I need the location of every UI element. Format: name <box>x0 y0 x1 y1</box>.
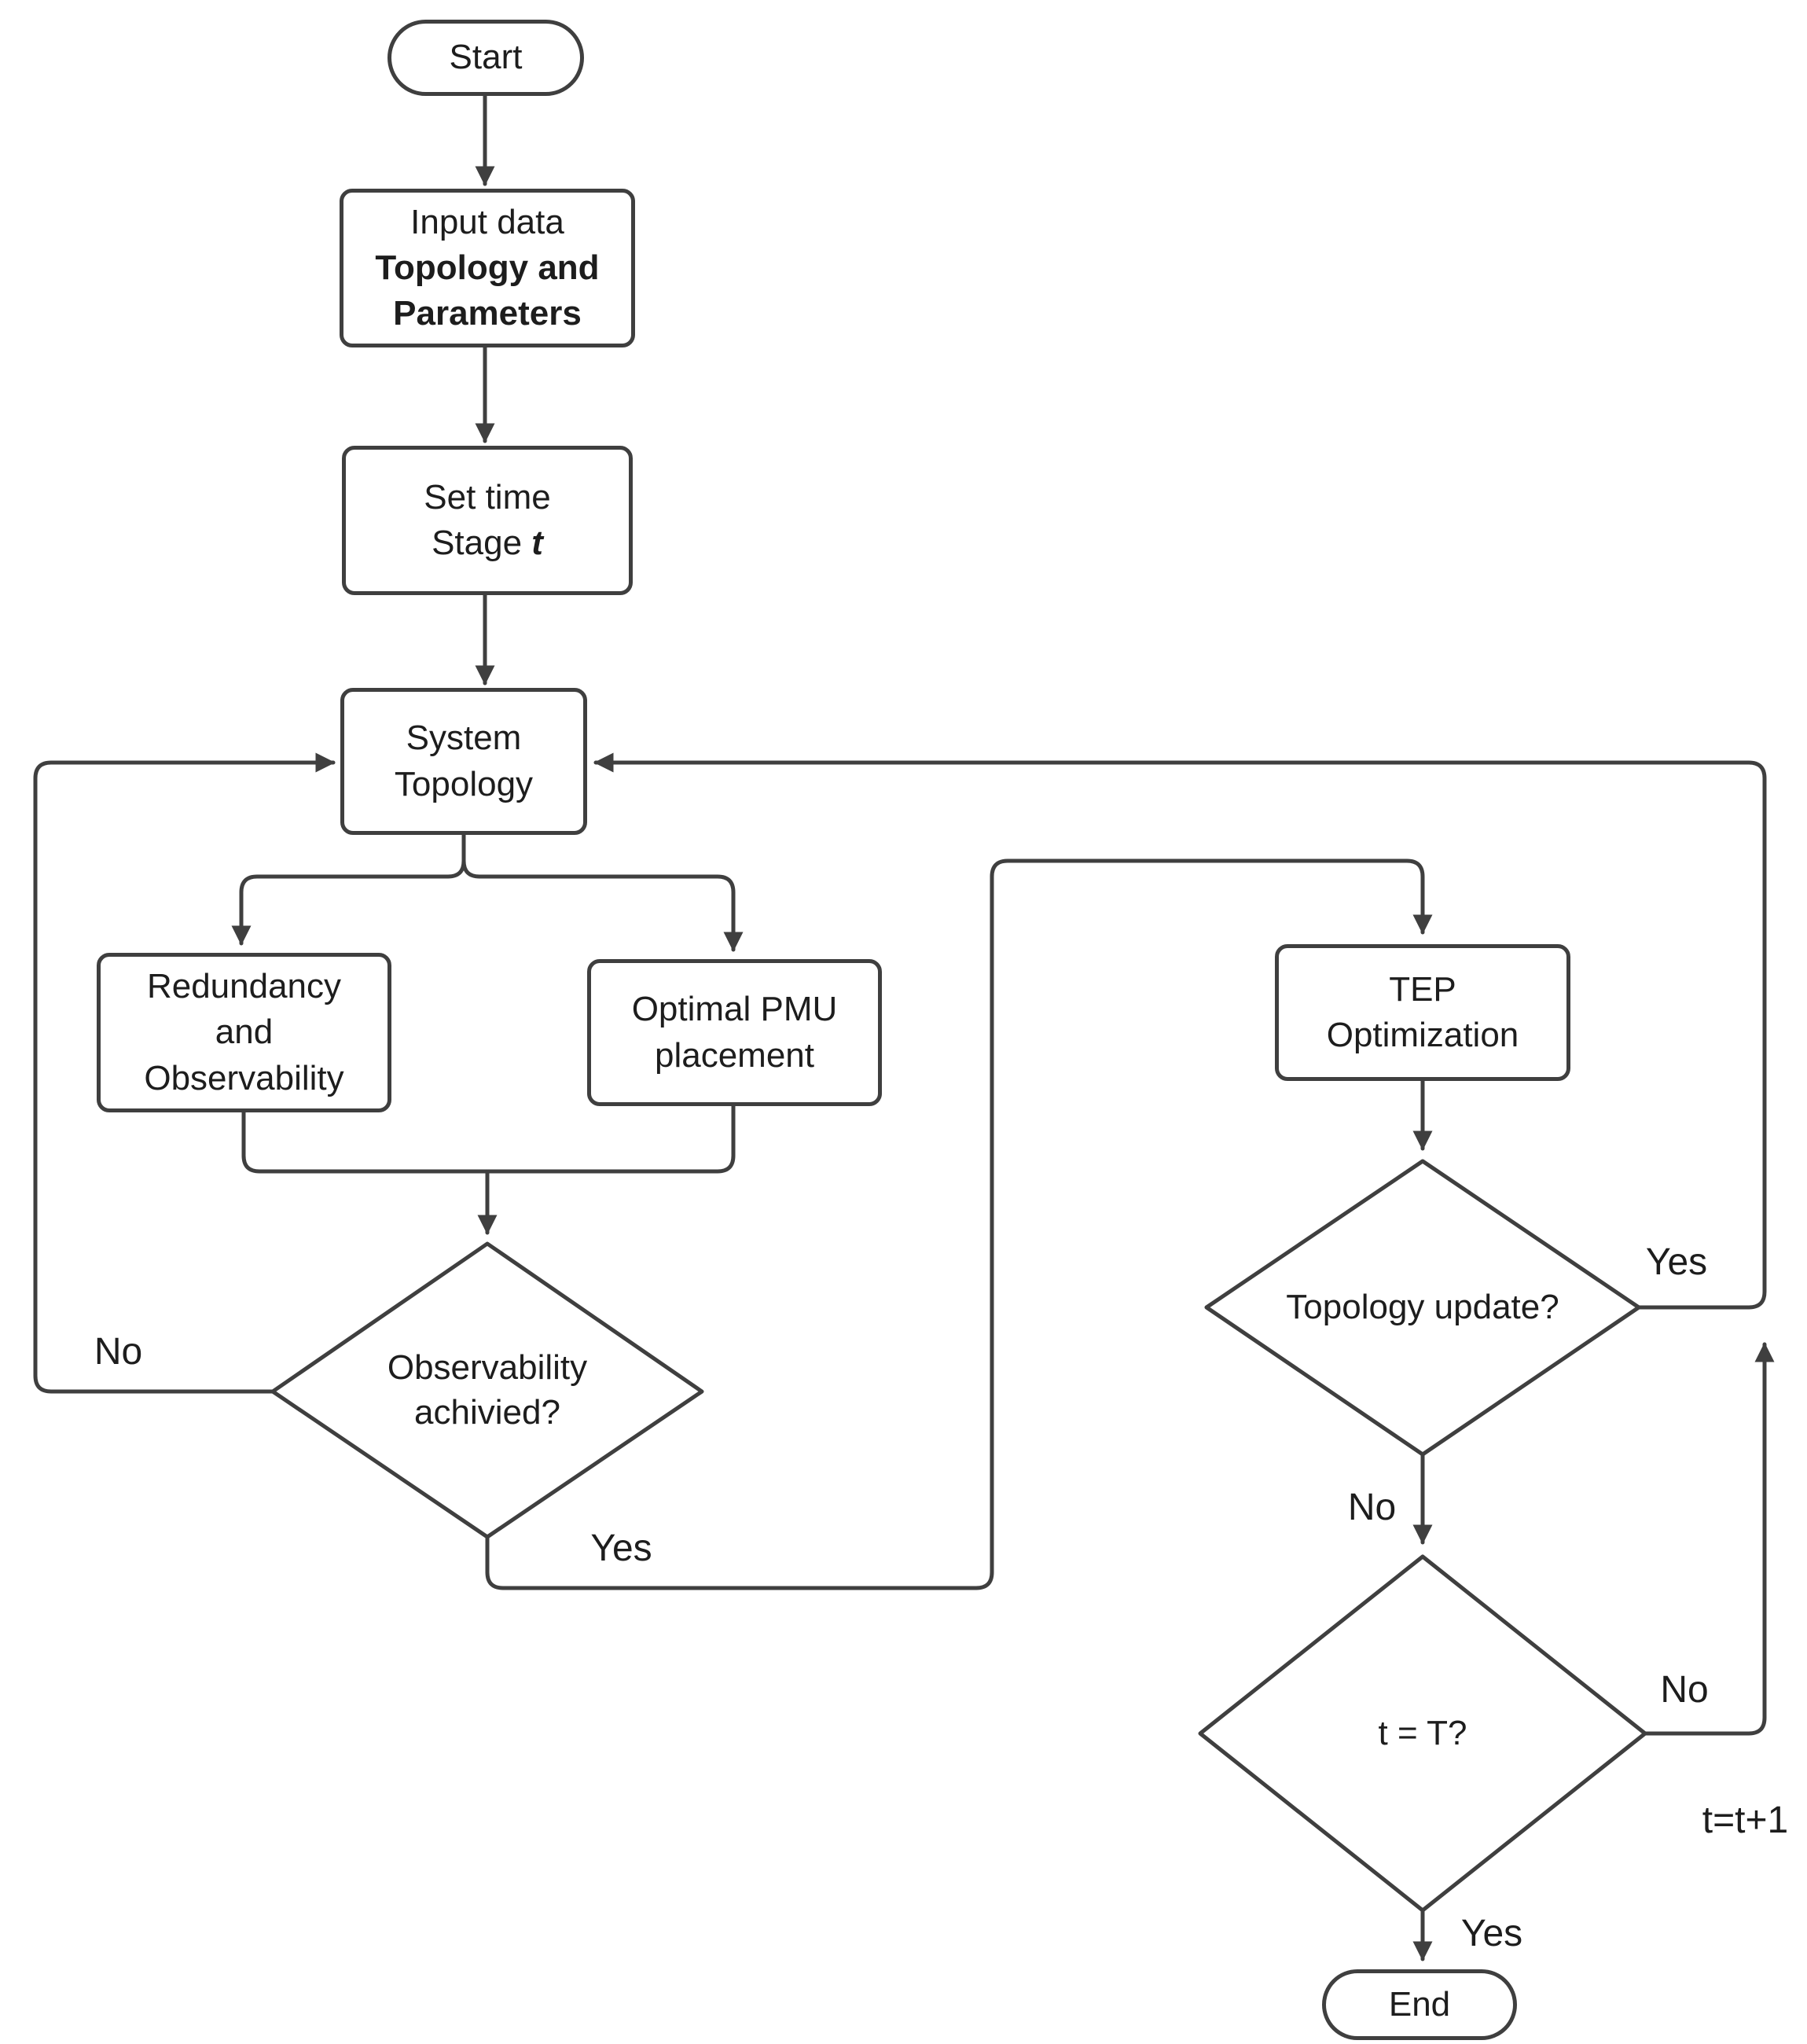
edge-tcheck-no-increment <box>1643 1342 1775 1736</box>
edge-split-to-redundancy <box>231 833 466 946</box>
edge-label-tcheck-yes: Yes <box>1460 1913 1523 1954</box>
start-label: Start <box>449 38 523 77</box>
edge-label-tcheck-no: No <box>1660 1669 1709 1711</box>
system-topology-line2: Topology <box>394 764 534 803</box>
edge-label-observability-yes: Yes <box>590 1527 652 1569</box>
tep-optimization-process: TEP Optimization <box>1275 944 1570 1081</box>
tep-line2: Optimization <box>1326 1016 1519 1054</box>
t-equals-T-decision-text: t = T? <box>1378 1714 1467 1753</box>
observability-decision-text: Observability achivied? <box>387 1347 588 1432</box>
start-terminator: Start <box>387 20 584 96</box>
edge-optimalpmu-to-merge <box>485 1104 736 1174</box>
redundancy-line3: Observability <box>144 1058 344 1097</box>
topology-update-decision-diamond <box>1204 1159 1641 1457</box>
end-label: End <box>1388 1984 1451 2024</box>
edge-topologyupdate-yes-return <box>593 752 1767 1310</box>
system-topology-line1: System <box>406 719 522 758</box>
edge-split-to-optimalpmu <box>461 833 744 952</box>
edge-label-observability-no: No <box>94 1331 143 1373</box>
optimal-pmu-line2: placement <box>654 1035 814 1075</box>
optimal-pmu-placement-process: Optimal PMU placement <box>587 959 882 1106</box>
redundancy-observability-process: Redundancy and Observability <box>97 953 391 1112</box>
input-data-line3: Parameters <box>393 294 582 333</box>
edge-redundancy-to-merge <box>241 1110 490 1174</box>
end-terminator: End <box>1322 1969 1517 2040</box>
observability-decision-diamond <box>270 1241 704 1539</box>
set-time-process: Set time Stage t <box>342 446 633 595</box>
system-topology-process: System Topology <box>340 688 587 835</box>
edge-observability-yes-to-tep <box>485 858 1433 1590</box>
edge-label-topology-update-yes: Yes <box>1645 1241 1708 1283</box>
redundancy-line2: and <box>215 1013 274 1052</box>
t-equals-T-decision-diamond <box>1198 1554 1647 1913</box>
edge-label-topology-update-no: No <box>1347 1487 1397 1528</box>
set-time-line2: Stage t <box>432 524 543 562</box>
input-data-line1: Input data <box>410 202 564 241</box>
optimal-pmu-line1: Optimal PMU <box>631 990 838 1029</box>
input-data-process: Input data Topology and Parameters <box>340 189 635 347</box>
edge-observability-no-loop <box>33 752 336 1394</box>
topology-update-decision-text: Topology update? <box>1286 1288 1559 1327</box>
input-data-line2: Topology and <box>375 248 600 287</box>
edge-label-increment: t=t+1 <box>1702 1800 1789 1841</box>
redundancy-line1: Redundancy <box>146 967 342 1006</box>
set-time-line1: Set time <box>424 477 551 517</box>
tep-line1: TEP <box>1389 969 1456 1009</box>
